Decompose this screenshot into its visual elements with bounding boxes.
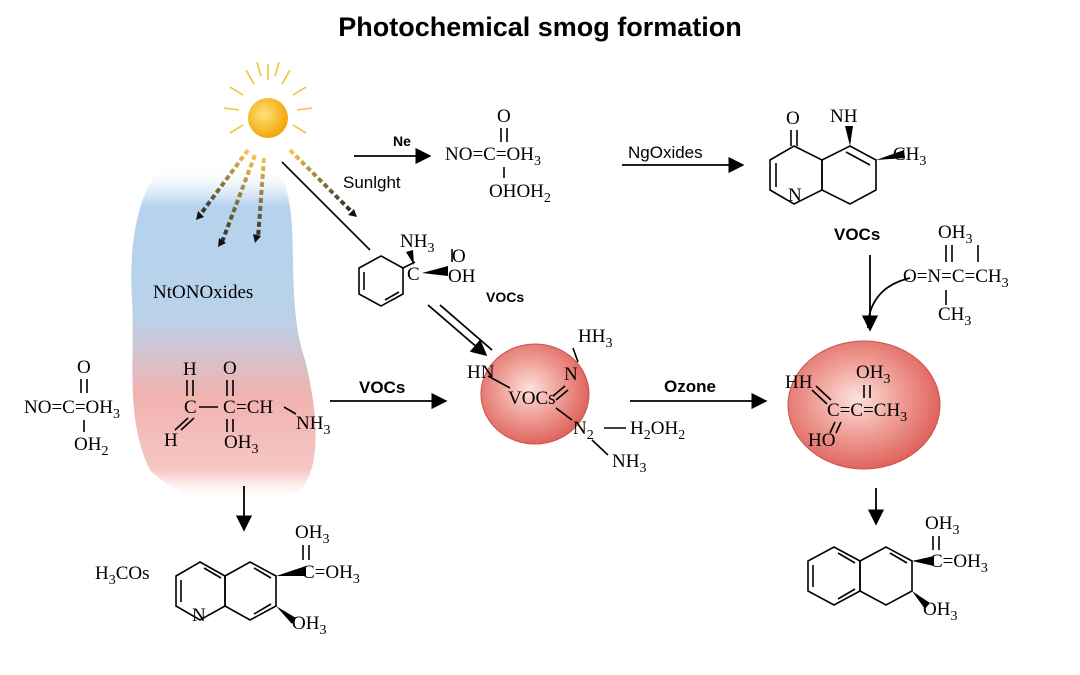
vocs-mid-label: VOCs [359,378,405,397]
svg-text:O: O [452,246,466,267]
svg-text:H: H [164,430,178,451]
vocs-top-right-label: VOCs [834,225,880,244]
n-oxides-label: NgOxides [628,143,703,162]
svg-text:CH3: CH3 [938,304,971,329]
svg-text:NH3: NH3 [400,231,434,256]
page-title: Photochemical smog formation [338,12,742,42]
svg-text:C: C [223,397,236,418]
svg-text:O: O [223,358,237,379]
reaction-sphere-right: HH OH3 C=C=CH3 HO [785,340,941,470]
svg-text:OH2: OH2 [74,434,108,459]
svg-text:HN: HN [467,362,495,383]
svg-text:OH3: OH3 [295,522,329,547]
svg-text:=CH: =CH [236,397,273,418]
svg-text:N: N [564,364,578,385]
molecule-cloud-chain: H C O C =CH NH3 H OH3 [164,358,330,457]
svg-text:C=OH3: C=OH3 [302,562,360,587]
smog-cloud [131,165,316,504]
svg-text:NO=C=OH3: NO=C=OH3 [445,144,541,169]
svg-text:H3COs: H3COs [95,563,150,588]
vocs-small-label: VOCs [486,289,524,305]
svg-text:OH3: OH3 [923,599,957,624]
svg-text:C=OH3: C=OH3 [930,551,988,576]
svg-text:N: N [788,185,802,206]
svg-text:OH3: OH3 [925,513,959,538]
svg-text:H2OH2: H2OH2 [630,418,685,443]
svg-text:C: C [407,264,420,285]
reaction-sphere-center: HN VOCs HH3 N N2 H2OH2 NH3 [467,326,685,476]
svg-text:OH3: OH3 [856,362,890,387]
svg-text:NH: NH [830,106,858,127]
svg-text:O: O [77,357,91,378]
svg-text:O: O [497,106,511,127]
svg-text:H: H [183,359,197,380]
ne-label: Ne [393,133,411,149]
sun-icon [223,61,313,138]
svg-text:CH3: CH3 [893,144,926,169]
svg-text:N: N [192,605,206,626]
svg-text:NH3: NH3 [612,451,646,476]
svg-text:HH: HH [785,372,813,393]
svg-text:NH3: NH3 [296,413,330,438]
molecule-right-chain: OH3 O=N=C=CH3 CH3 [903,222,1009,329]
sunlight-label: Sunlght [343,173,401,192]
svg-text:O=N=C=CH3: O=N=C=CH3 [903,266,1009,291]
sunlight-rays [198,148,354,243]
molecule-bottom-right: OH3 C=OH3 OH3 [807,513,988,624]
svg-text:OH3: OH3 [224,432,258,457]
molecule-top-right: O NH CH3 N [769,106,926,206]
molecule-benzyl: NH3 C O OH [358,231,476,307]
svg-text:OH3: OH3 [938,222,972,247]
svg-text:VOCs: VOCs [508,388,556,409]
molecule-bottom-left: H3COs N OH3 C=OH3 OH3 [95,522,360,638]
svg-text:HH3: HH3 [578,326,612,351]
ozone-label: Ozone [664,377,716,396]
molecule-top-center: O NO=C=OH3 OHOH2 [445,106,551,206]
svg-text:OH3: OH3 [292,613,326,638]
svg-text:N2: N2 [573,418,594,443]
svg-text:OHOH2: OHOH2 [489,181,551,206]
svg-text:C=C=CH3: C=C=CH3 [827,400,907,425]
svg-text:NO=C=OH3: NO=C=OH3 [24,397,120,422]
svg-text:C: C [184,397,197,418]
svg-text:OH: OH [448,266,476,287]
svg-text:O: O [786,108,800,129]
molecule-left: O NO=C=OH3 OH2 [24,357,120,459]
svg-text:HO: HO [808,430,835,451]
cloud-label: NtONOxides [153,282,253,303]
